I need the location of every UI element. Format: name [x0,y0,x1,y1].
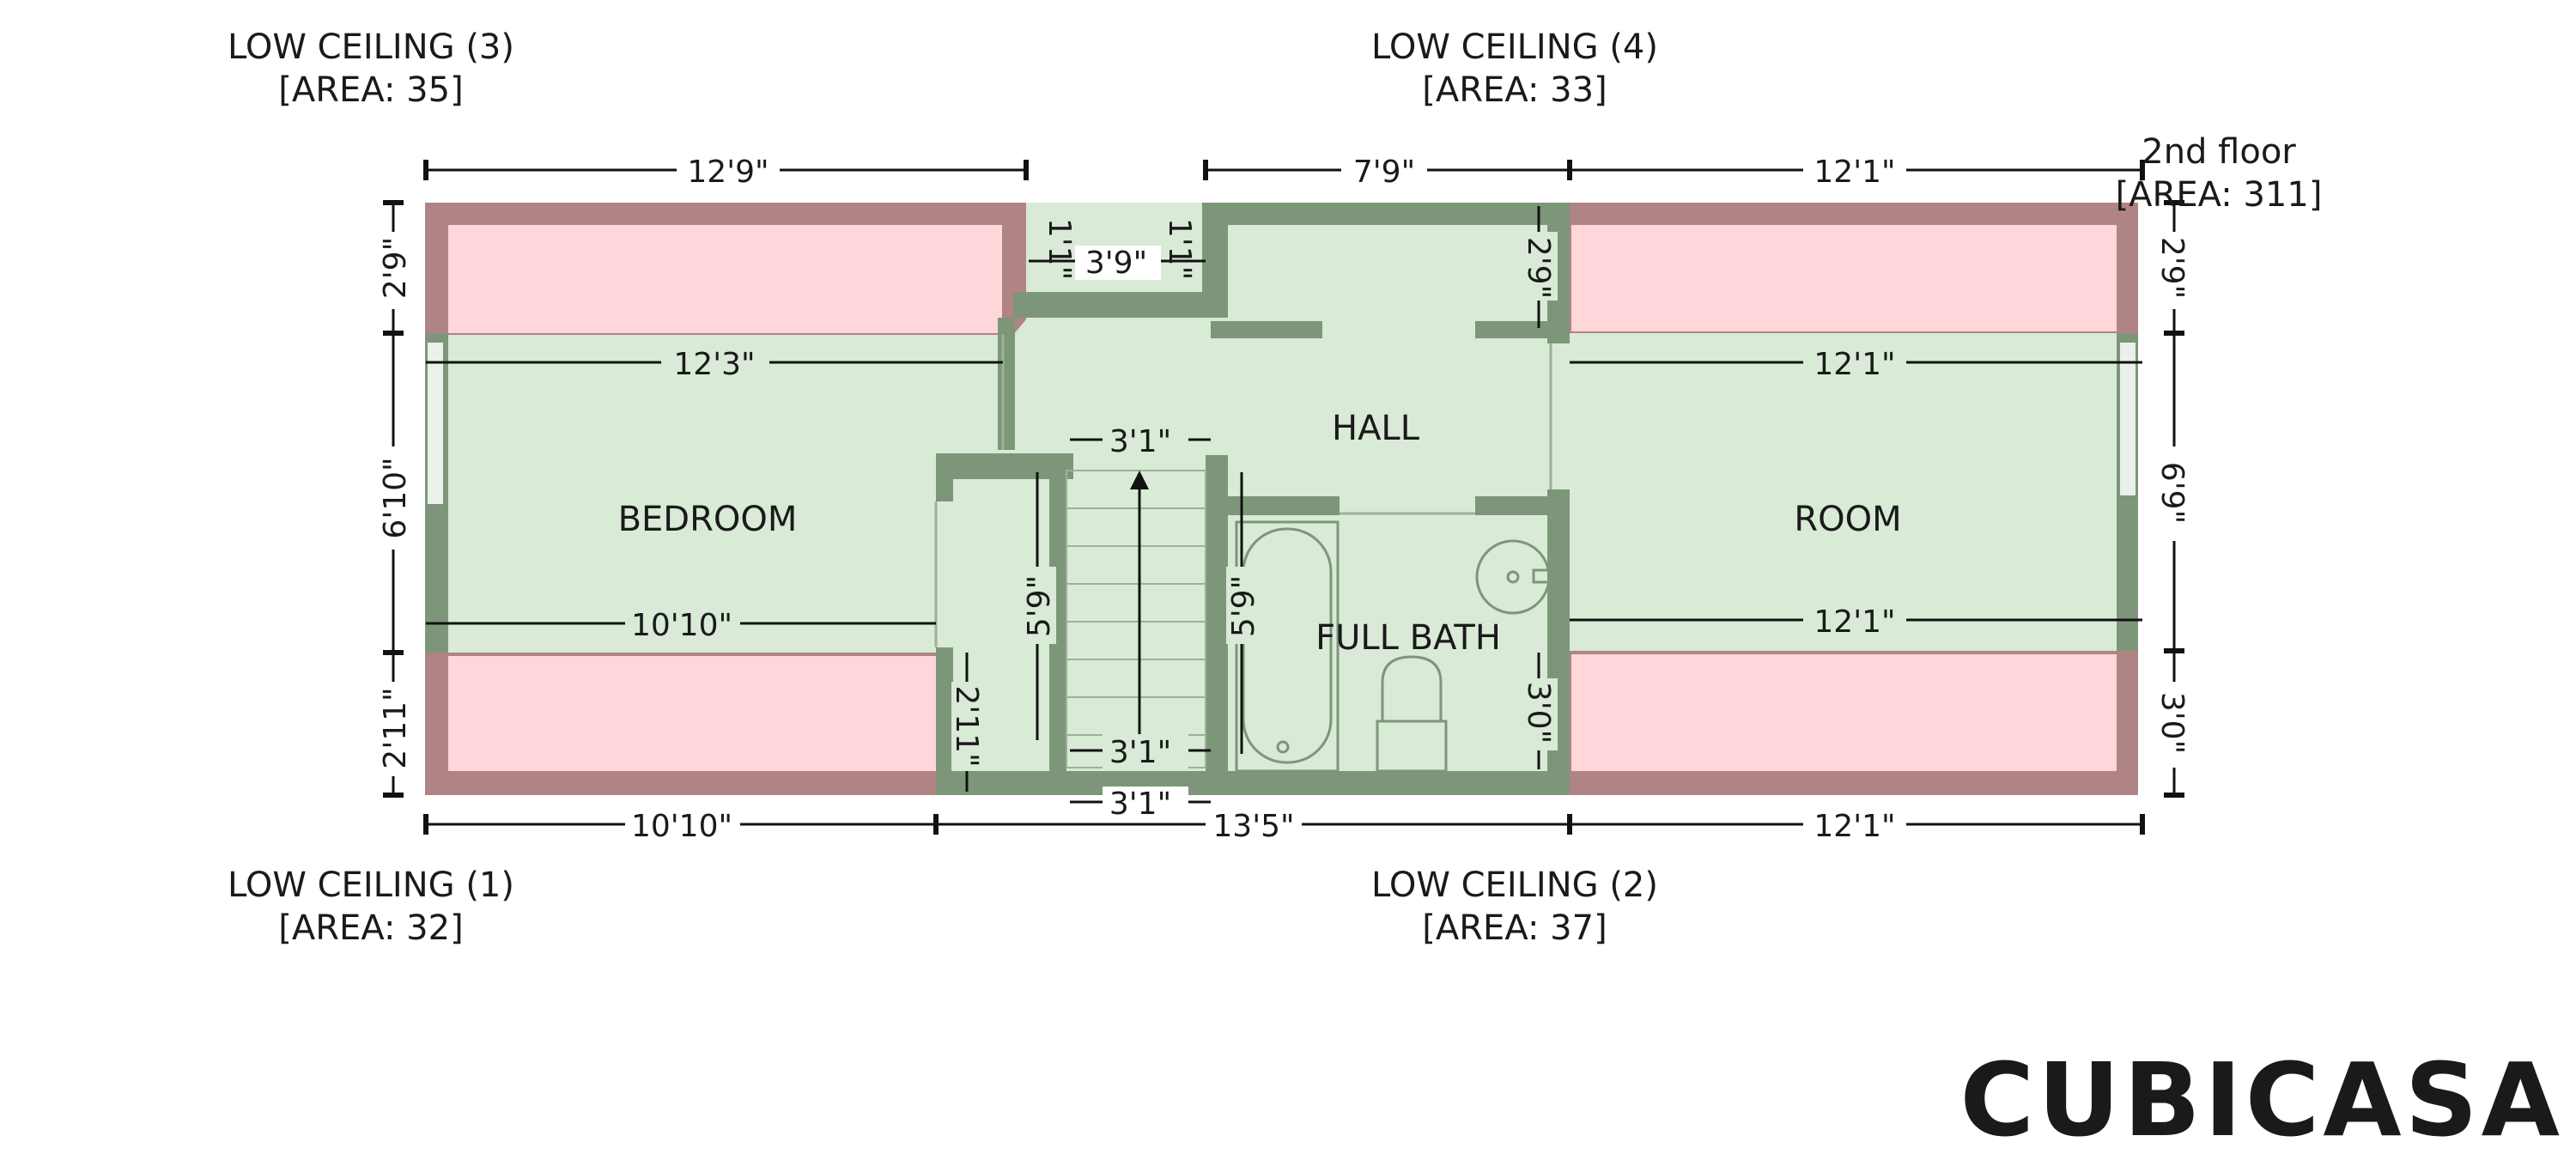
wall [1475,321,1563,338]
low-ceiling-zone-4-inner [1571,225,2117,331]
bath-floor [1228,498,1554,795]
bathtub-icon [1235,520,1340,773]
dim-left-mid: 6'10" [378,457,413,538]
dim-top-left: 12'9" [687,155,769,190]
wall [936,771,1563,795]
low-ceiling-4-title: LOW CEILING (4) [1371,27,1658,67]
window [426,341,445,506]
low-ceiling-1-area: [AREA: 32] [278,908,463,948]
low-ceiling-2-area: [AREA: 37] [1422,908,1607,948]
dim-notch: 3'9" [1085,246,1147,281]
floor-label: 2nd floor [AREA: 311] [2116,132,2323,215]
dim-bottom-mid: 13'5" [1212,809,1294,844]
dim-bottom-stair: 3'1" [1109,787,1171,822]
dim-room-mid: 12'1" [1814,604,1895,640]
floor-name: 2nd floor [2142,132,2296,172]
wall [1475,496,1563,515]
wall [1013,292,1211,318]
dim-stair-bot: 3'1" [1109,735,1171,770]
dim-top-mid: 7'9" [1353,155,1415,190]
dim-room-top: 12'1" [1814,347,1895,382]
wall [1206,455,1228,781]
wall [1049,464,1066,773]
floor-area: [AREA: 311] [2116,175,2323,215]
wall [1202,203,1563,225]
low-ceiling-zones [425,203,2138,795]
wall [936,453,953,501]
dim-bedroom-top: 12'3" [673,347,755,382]
room-labels: BEDROOM HALL ROOM FULL BATH [618,409,1902,658]
toilet-icon [1376,655,1448,773]
windows [426,341,2137,506]
window [2118,341,2137,497]
low-ceiling-3-title: LOW CEILING (3) [228,27,514,67]
low-ceiling-labels: LOW CEILING (3) [AREA: 35] LOW CEILING (… [228,27,1658,948]
stair-arrow-icon [1130,471,1149,756]
dim-bath-side: 3'0" [1521,682,1556,744]
low-ceiling-4-area: [AREA: 33] [1422,70,1607,110]
dim-bottom-left: 10'10" [631,809,732,844]
low-ceiling-1-title: LOW CEILING (1) [228,866,514,905]
sink-icon [1475,539,1552,615]
dim-right-top: 2'9" [2154,237,2190,299]
low-ceiling-zone-2-inner [1571,654,2117,771]
dimension-labels: 12'9" 7'9" 12'1" 3'9" 1'1" 1'1" 2'9" 6'1… [376,153,2191,844]
low-ceiling-zone-3-inner [448,225,1002,333]
dim-top-right: 12'1" [1814,155,1895,190]
low-ceiling-2-title: LOW CEILING (2) [1371,866,1658,905]
dim-stair-len: 5'9" [1022,575,1057,637]
dim-left-top: 2'9" [378,237,413,299]
dim-stair-len2: 5'9" [1226,575,1261,637]
dim-left-bot: 2'11" [378,687,413,768]
wall [936,647,953,795]
dim-bedroom-bot: 10'10" [631,608,732,643]
dim-hall-side: 2'9" [1521,237,1556,299]
low-ceiling-zone-1-inner [448,656,936,771]
dim-stair-top: 3'1" [1109,424,1171,459]
dim-notch-left: 1'1" [1042,218,1077,280]
dim-bottom-right: 12'1" [1814,809,1895,844]
cubicasa-logo: CUBICASA [1960,1041,2564,1154]
wall [998,318,1015,450]
room-label-bedroom: BEDROOM [618,500,798,539]
dim-closet: 2'11" [949,685,984,767]
dim-right-bot: 3'0" [2154,692,2190,754]
low-ceiling-3-area: [AREA: 35] [278,70,463,110]
room-label-full-bath: FULL BATH [1315,618,1501,658]
room-label-hall: HALL [1332,409,1420,448]
wall [1211,321,1322,338]
dim-right-mid: 6'9" [2154,462,2190,524]
wall [1228,496,1340,515]
dim-notch-right: 1'1" [1162,218,1197,280]
room-label-room: ROOM [1794,500,1901,539]
